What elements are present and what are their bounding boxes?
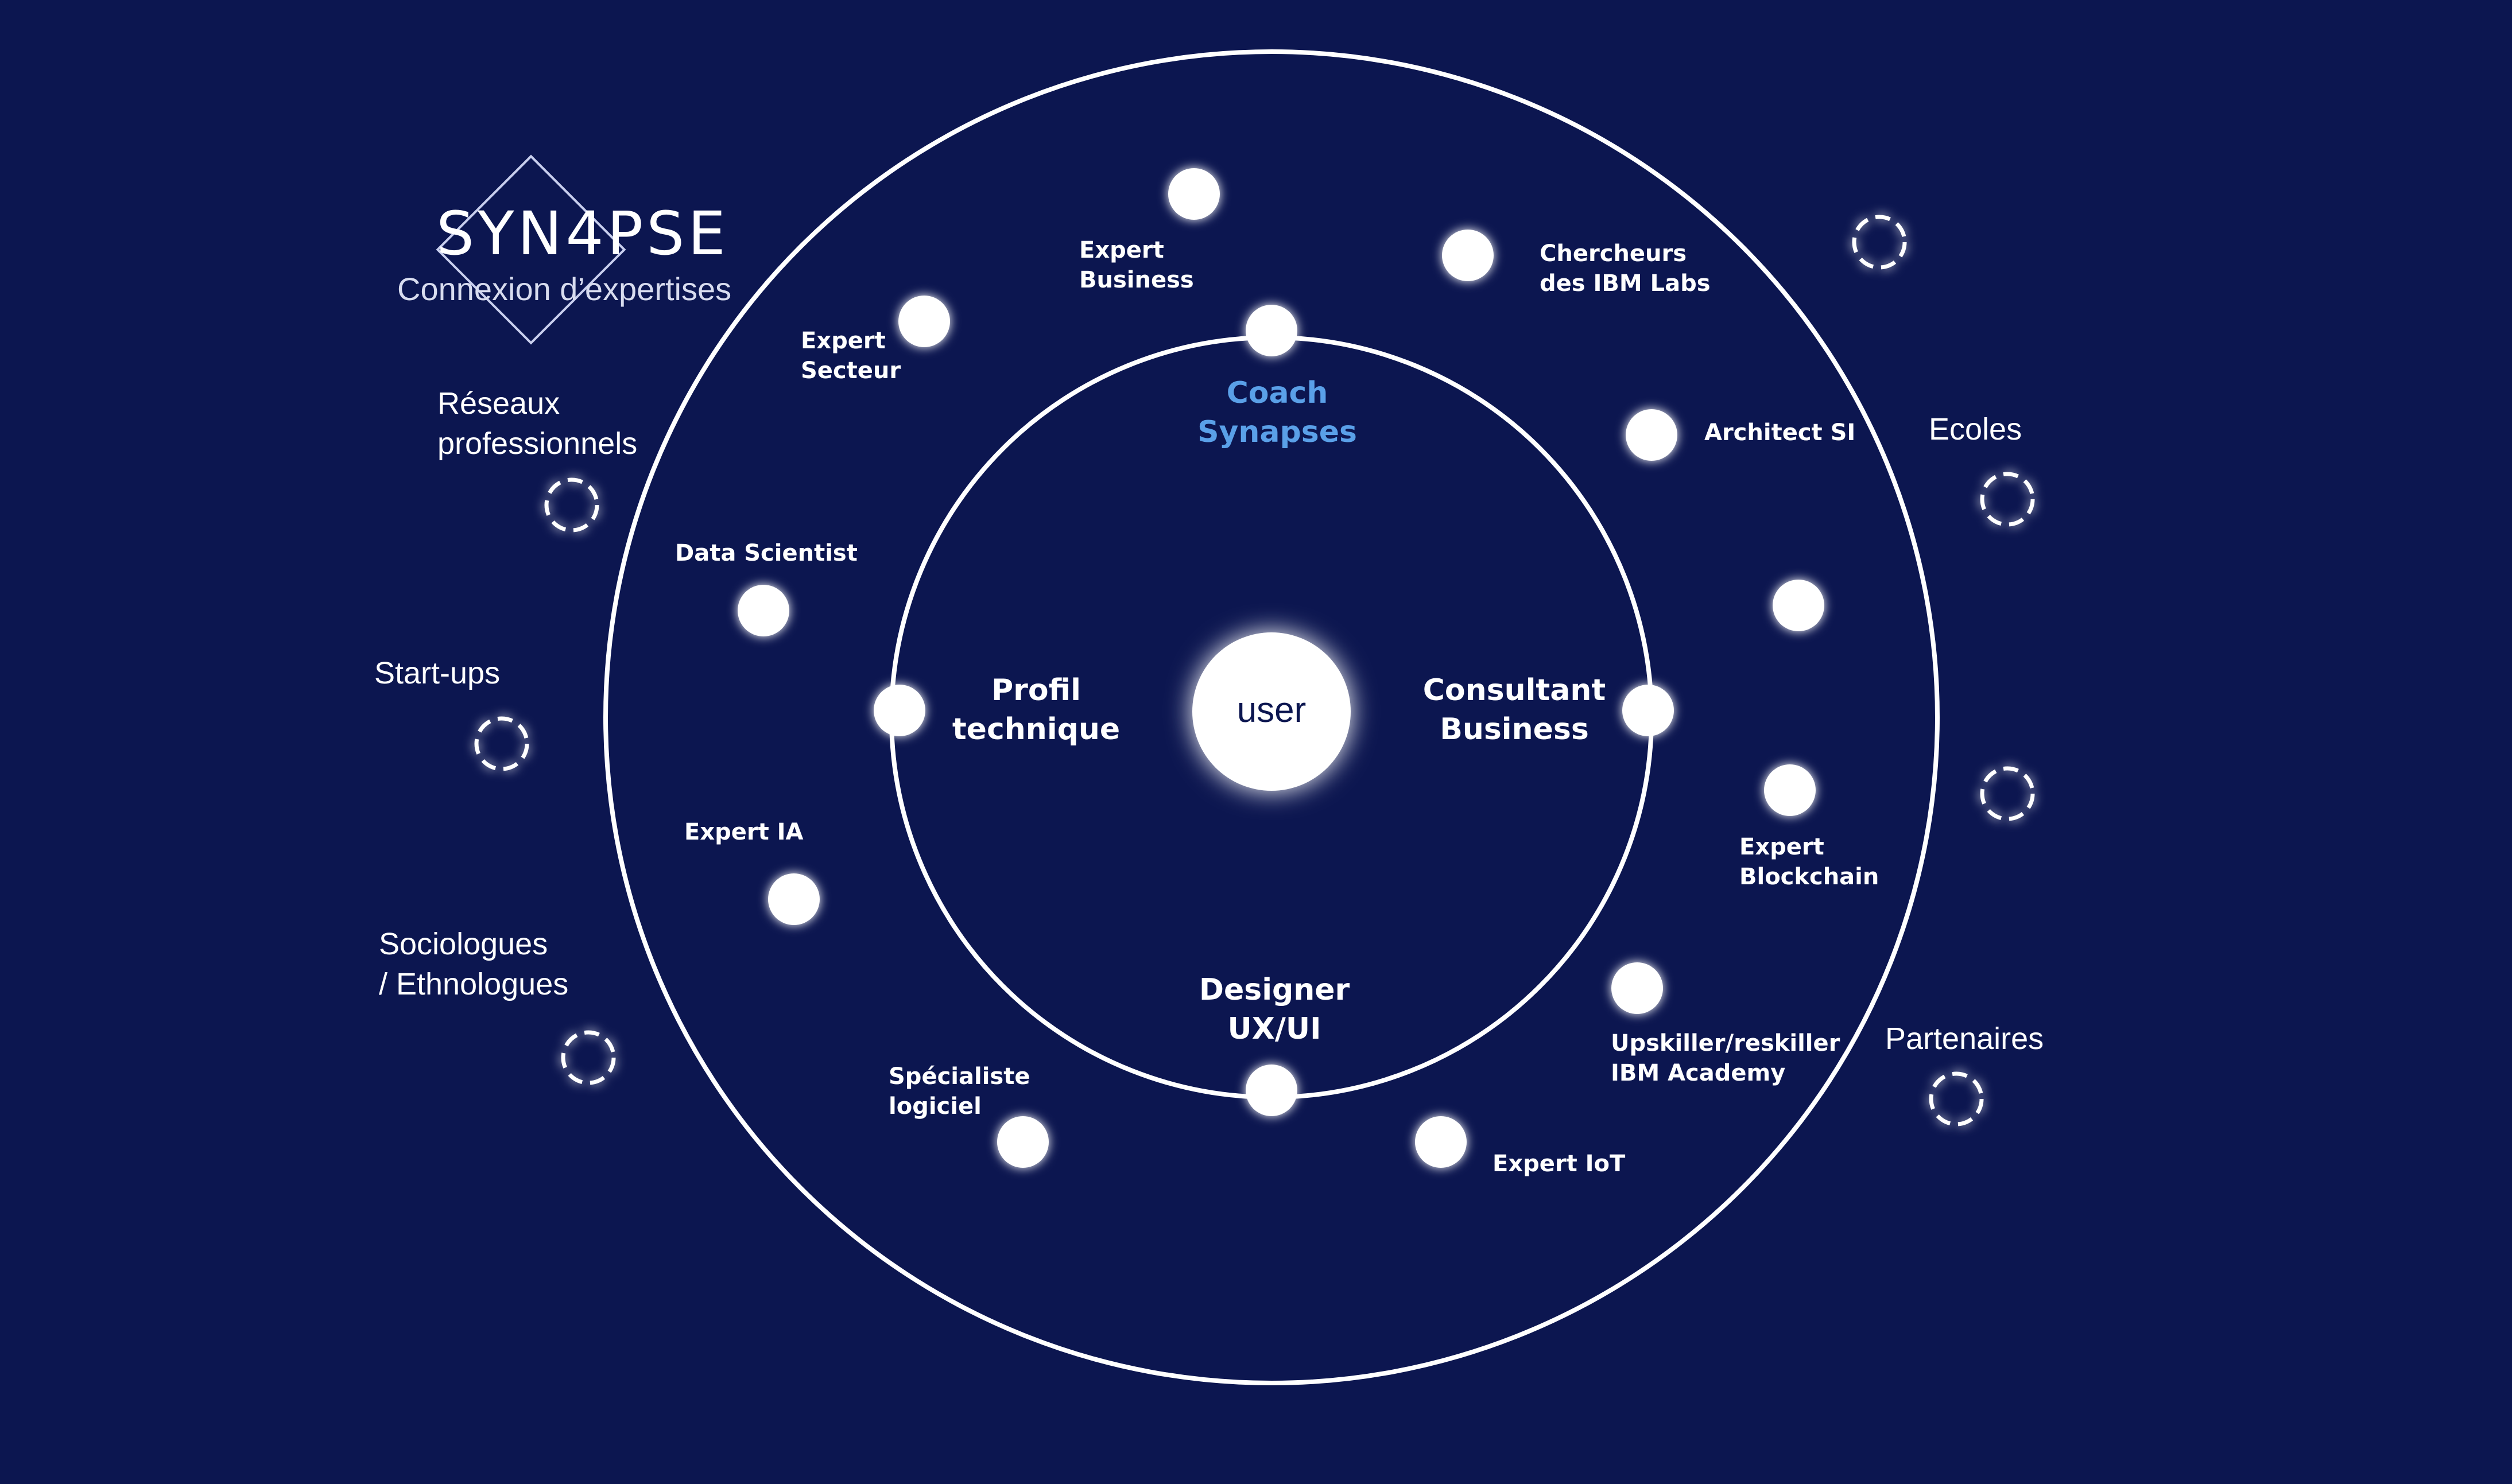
- expert-secteur-label: Expert Secteur: [801, 328, 901, 384]
- architect-node: [1626, 409, 1677, 461]
- consultant-label: Consultant Business: [1422, 673, 1606, 747]
- expert-ia-node: [768, 873, 820, 925]
- startups-label: Start-ups: [374, 656, 501, 690]
- expert-secteur-node: [898, 296, 950, 347]
- expert-business-label: Expert Business: [1079, 237, 1194, 293]
- chercheurs-label: Chercheurs des IBM Labs: [1540, 240, 1711, 297]
- consultant-node: [1622, 685, 1674, 736]
- reseaux-label: Réseaux professionnels: [437, 386, 638, 461]
- profil-node: [874, 685, 925, 736]
- sociologues-label: Sociologues / Ethnologues: [379, 927, 569, 1002]
- architect-label: Architect SI: [1704, 419, 1856, 446]
- startups-dashed-node: [474, 716, 529, 771]
- upskiller-label: Upskiller/reskiller IBM Academy: [1611, 1030, 1840, 1086]
- expert-ia-label: Expert IA: [684, 819, 804, 845]
- specialiste-label: Spécialiste logiciel: [889, 1063, 1030, 1120]
- logo-title: SYN4PSE: [436, 199, 729, 269]
- partenaires-label: Partenaires: [1885, 1021, 2044, 1056]
- expert-iot-label: Expert IoT: [1493, 1151, 1626, 1177]
- logo-subtitle: Connexion d’expertises: [397, 271, 732, 307]
- upskiller-node: [1611, 962, 1663, 1014]
- profil-label: Profil technique: [952, 673, 1121, 747]
- ecoles-label: Ecoles: [1929, 412, 2022, 446]
- designer-label: Designer UX/UI: [1199, 973, 1350, 1046]
- reseaux-dashed-node: [544, 477, 599, 533]
- designer-node: [1246, 1065, 1297, 1116]
- partenaires-dashed-node: [1929, 1071, 1984, 1126]
- coach-node: [1246, 305, 1297, 356]
- top-right-dashed-node: [1852, 215, 1907, 270]
- sociologues-dashed-node: [561, 1030, 616, 1085]
- chercheurs-node: [1442, 230, 1494, 281]
- expert-blockchain-label: Expert Blockchain: [1739, 834, 1879, 890]
- user-label: user: [1236, 690, 1307, 730]
- outer-ring: [603, 49, 1940, 1385]
- data-scientist-node: [738, 585, 789, 636]
- data-scientist-label: Data Scientist: [675, 540, 858, 566]
- unlabeled-node: [1773, 580, 1824, 631]
- expert-blockchain-node: [1764, 764, 1816, 816]
- expert-business-node: [1168, 168, 1220, 220]
- right-dashed-node: [1980, 766, 2035, 821]
- logo-diamond: [436, 154, 626, 345]
- specialiste-node: [997, 1116, 1049, 1168]
- coach-label: Coach Synapses: [1197, 376, 1357, 449]
- user-node: [1192, 632, 1351, 791]
- expert-iot-node: [1415, 1116, 1467, 1168]
- ecoles-dashed-node: [1980, 472, 2035, 527]
